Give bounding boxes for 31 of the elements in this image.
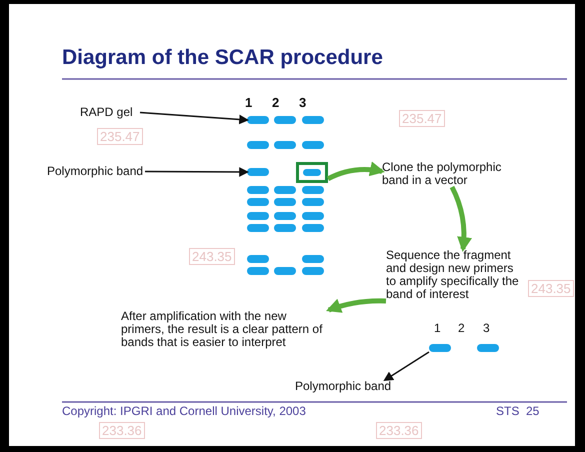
curved-arrow bbox=[450, 186, 472, 252]
peak-label: 243.35 bbox=[528, 280, 574, 297]
arrow bbox=[145, 167, 249, 177]
slide-title: Diagram of the SCAR procedure bbox=[62, 46, 383, 70]
peak-label: 233.36 bbox=[376, 422, 422, 439]
peak-label: 243.35 bbox=[189, 248, 235, 265]
lane-number: 2 bbox=[272, 96, 280, 109]
band-label: Polymorphic band bbox=[47, 165, 145, 178]
gel-band bbox=[247, 168, 269, 176]
gel-band bbox=[429, 344, 451, 352]
peak-label: 235.47 bbox=[97, 128, 143, 145]
arrow bbox=[140, 112, 249, 124]
gel-band bbox=[247, 116, 269, 124]
band-label: Polymorphic band bbox=[295, 380, 395, 393]
copyright-note: Copyright: IPGRI and Cornell University, 2003 bbox=[62, 405, 306, 418]
lane-number: 3 bbox=[299, 96, 306, 109]
curved-arrow bbox=[326, 162, 385, 182]
peak-label: 233.36 bbox=[99, 422, 145, 439]
lane-number: 1 bbox=[245, 96, 252, 109]
peak-label: 235.47 bbox=[399, 110, 445, 127]
step-text: Clone the polymorphic band in a vector bbox=[382, 161, 522, 187]
arrow bbox=[383, 351, 430, 382]
lane-number: 3 bbox=[483, 322, 490, 335]
page-number: STS 25 bbox=[496, 405, 540, 418]
highlight-box bbox=[296, 162, 328, 183]
curved-arrow bbox=[326, 298, 386, 314]
step-text: Sequence the fragment and design new primers to amplify specifically the band of interest bbox=[386, 249, 526, 301]
step-text: After amplification with the new primers, the result is a clear pattern of bands that is easier to interpret bbox=[121, 310, 333, 349]
lane-number: 2 bbox=[458, 322, 465, 335]
gel-label: RAPD gel bbox=[80, 106, 140, 119]
lane-number: 1 bbox=[434, 322, 441, 335]
